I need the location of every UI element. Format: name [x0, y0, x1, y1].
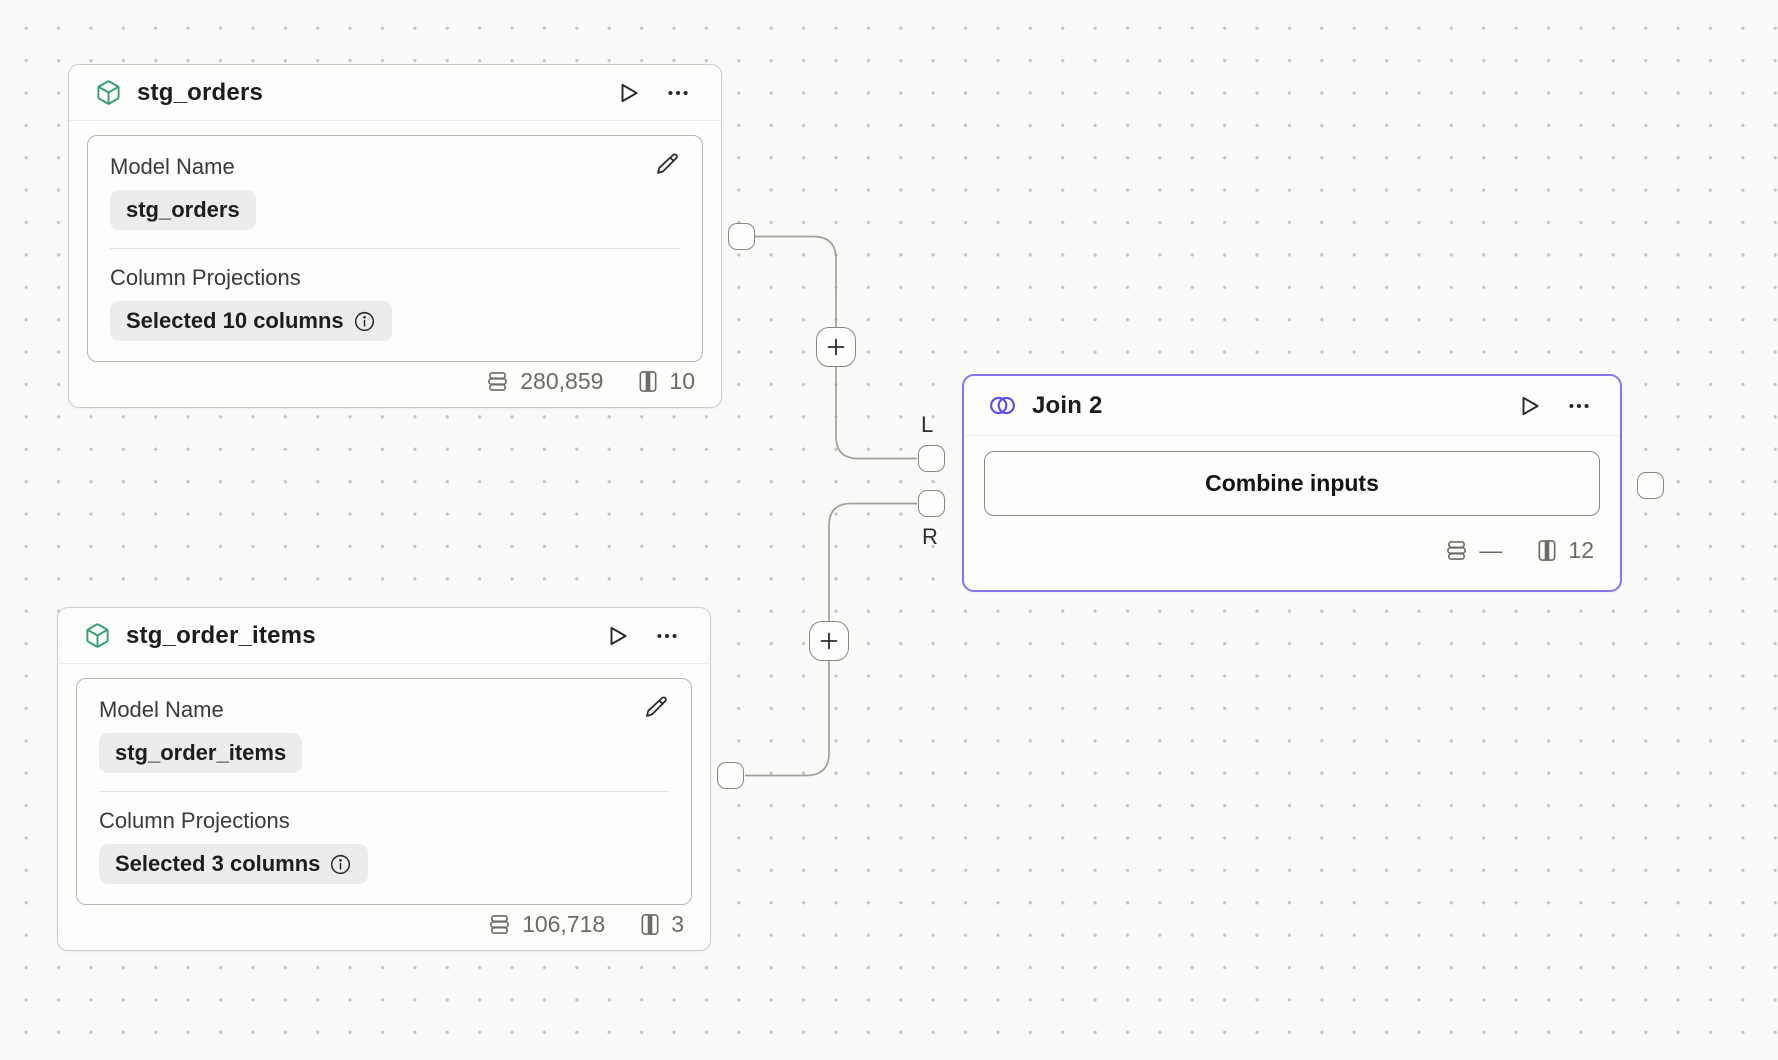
run-node-button[interactable] [1513, 389, 1547, 423]
node-header: Join 2 [964, 376, 1620, 436]
wire-stg-order-items-to-plus [745, 661, 830, 777]
card-divider [110, 248, 680, 249]
column-projections-label: Column Projections [110, 265, 301, 290]
join-output-port[interactable] [1637, 472, 1664, 499]
model-name-value: stg_order_items [115, 740, 287, 765]
row-count-icon [490, 915, 509, 934]
column-projections-pill[interactable]: Selected 10 columns [110, 301, 392, 341]
wire-plus-to-right-port [828, 502, 917, 621]
card-divider [99, 791, 669, 792]
edit-model-name-button[interactable] [655, 152, 680, 177]
node-config-card: Model Name stg_orders Column Projections… [87, 135, 703, 362]
model-name-label: Model Name [99, 697, 224, 722]
output-port-stg-orders[interactable] [728, 223, 755, 250]
model-name-pill[interactable]: stg_order_items [99, 733, 303, 773]
join-venn-icon [988, 392, 1017, 419]
run-node-button[interactable] [601, 619, 635, 653]
column-count: 10 [669, 368, 695, 394]
combine-inputs-button[interactable]: Combine inputs [984, 451, 1600, 516]
pencil-icon [646, 696, 667, 717]
left-port-label: L [921, 412, 934, 437]
model-name-label: Model Name [110, 154, 235, 179]
node-join-2[interactable]: Join 2 Combine inputs — 12 [962, 374, 1622, 592]
column-projections-value: Selected 10 columns [126, 308, 344, 333]
node-stats: 280,859 10 [69, 362, 721, 407]
play-icon [621, 83, 638, 102]
node-stg-order-items[interactable]: stg_order_items Model Name stg_order_ite… [57, 607, 711, 951]
edit-model-name-button[interactable] [644, 695, 669, 720]
row-count-icon [488, 372, 508, 391]
run-node-button[interactable] [612, 76, 646, 110]
join-left-input-port[interactable] [918, 445, 945, 472]
row-count: — [1479, 536, 1503, 563]
row-count-icon [1447, 540, 1467, 560]
add-node-on-wire-button-bottom[interactable] [809, 621, 849, 661]
node-title: stg_orders [137, 78, 264, 106]
row-count: 106,718 [522, 911, 606, 937]
play-icon [1522, 396, 1539, 415]
column-count-icon [641, 914, 659, 935]
column-projections-label: Column Projections [99, 808, 290, 833]
column-count: 3 [671, 911, 684, 937]
node-title: stg_order_items [126, 621, 316, 649]
add-node-on-wire-button-top[interactable] [816, 327, 856, 367]
ellipsis-icon [668, 90, 688, 95]
node-menu-button[interactable] [1562, 389, 1596, 423]
row-count: 280,859 [520, 368, 604, 394]
plus-icon [827, 338, 845, 356]
output-port-stg-order-items[interactable] [717, 762, 744, 789]
wire-plus-to-left-port [835, 367, 917, 460]
node-menu-button[interactable] [650, 619, 684, 653]
column-count: 12 [1568, 536, 1594, 563]
column-count-icon [1538, 539, 1556, 561]
node-header: stg_order_items [58, 608, 710, 664]
box-icon [84, 622, 111, 649]
column-projections-value: Selected 3 columns [115, 851, 321, 876]
column-projections-pill[interactable]: Selected 3 columns [99, 844, 369, 884]
node-title: Join 2 [1032, 391, 1103, 419]
ellipsis-icon [1569, 403, 1589, 408]
column-count-icon [639, 371, 657, 392]
join-right-input-port[interactable] [918, 490, 945, 517]
node-stats: — 12 [964, 516, 1620, 590]
info-icon [354, 311, 374, 331]
play-icon [610, 626, 627, 645]
model-name-value: stg_orders [126, 197, 240, 222]
right-port-label: R [922, 524, 938, 549]
node-config-card: Model Name stg_order_items Column Projec… [76, 678, 692, 905]
plus-icon [820, 632, 838, 650]
pencil-icon [657, 153, 678, 174]
node-stats: 106,718 3 [58, 905, 710, 950]
node-menu-button[interactable] [661, 76, 695, 110]
wire-stg-orders-to-plus [755, 235, 837, 327]
ellipsis-icon [657, 633, 677, 638]
model-name-pill[interactable]: stg_orders [110, 190, 256, 230]
box-icon [95, 79, 122, 106]
node-header: stg_orders [69, 65, 721, 121]
info-icon [331, 854, 351, 874]
node-stg-orders[interactable]: stg_orders Model Name stg_orders [68, 64, 722, 408]
